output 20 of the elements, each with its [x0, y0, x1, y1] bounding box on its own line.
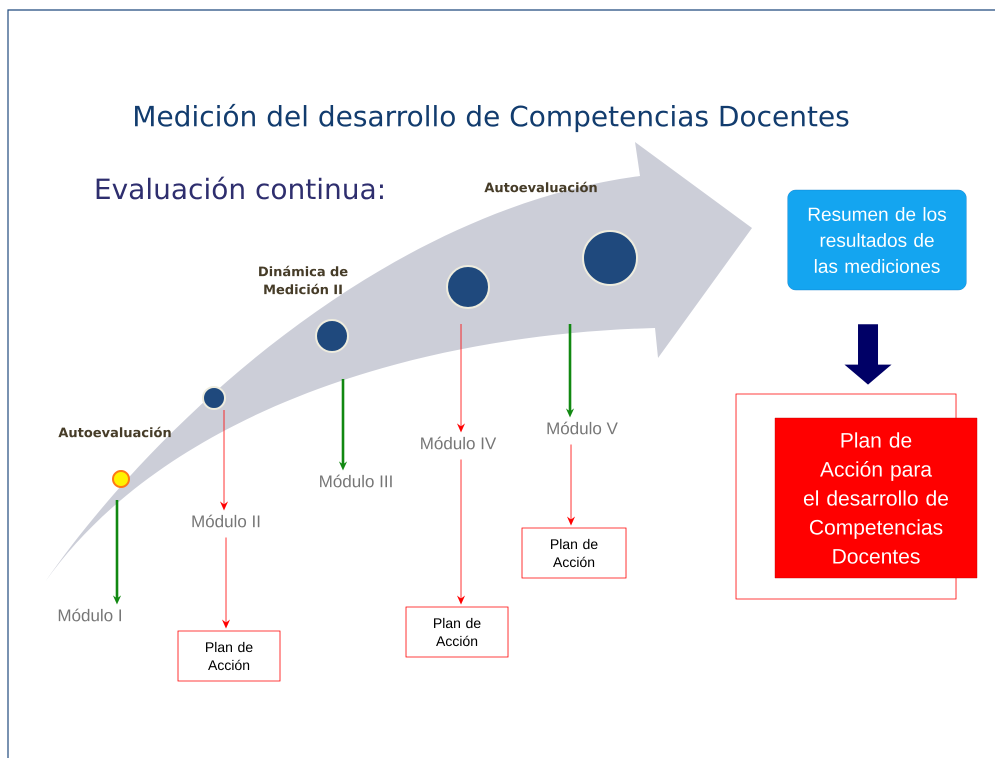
module-label: Módulo III — [320, 474, 392, 488]
plan-box: Plan de Acción — [522, 528, 626, 578]
step-label: Autoevaluación — [58, 426, 171, 438]
title: Medición del desarrollo de Competencias Docentes — [135, 104, 848, 132]
plan-box: Plan de Acción — [178, 630, 280, 682]
marker-circle — [202, 386, 226, 410]
module-label: Módulo V — [548, 422, 618, 434]
module-label: Módulo IV — [421, 436, 496, 450]
marker-circle — [446, 265, 490, 309]
step-label: Autoevaluación — [484, 182, 597, 192]
module-label: Módulo II — [192, 514, 260, 528]
step-label: Dinámica de Medición II — [259, 266, 348, 294]
summary-box: Resumen de los resultados de las mediciones — [787, 190, 967, 290]
plan-box: Plan de Acción — [406, 606, 508, 658]
marker-circle — [112, 470, 130, 488]
marker-circle — [582, 230, 638, 286]
module-label: Módulo I — [58, 608, 121, 622]
marker-circle — [315, 319, 349, 353]
action-plan-box: Plan de Acción para el desarrollo de Competencias Docentes — [774, 418, 978, 578]
subtitle: Evaluación continua: — [96, 176, 383, 200]
